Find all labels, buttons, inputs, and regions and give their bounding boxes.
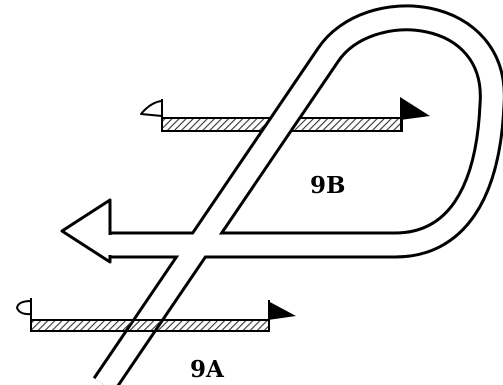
lower-lane-arrowhead-icon (268, 301, 296, 320)
lower-lane-label: 9A (190, 356, 224, 383)
upper-lane-label: 9B (310, 172, 346, 199)
lower-lane-tail-flag-icon (16, 298, 32, 320)
upper-lane-arrowhead-icon (400, 97, 430, 120)
lower-lane-9a (16, 298, 296, 332)
loop-ramp (60, 4, 503, 385)
loop-ramp-arrowhead-icon (60, 198, 112, 264)
lower-lane-hatched-bar (30, 319, 270, 332)
loop-ramp-inner-fill (95, 7, 503, 385)
upper-lane-tail-flag-icon (140, 99, 163, 118)
